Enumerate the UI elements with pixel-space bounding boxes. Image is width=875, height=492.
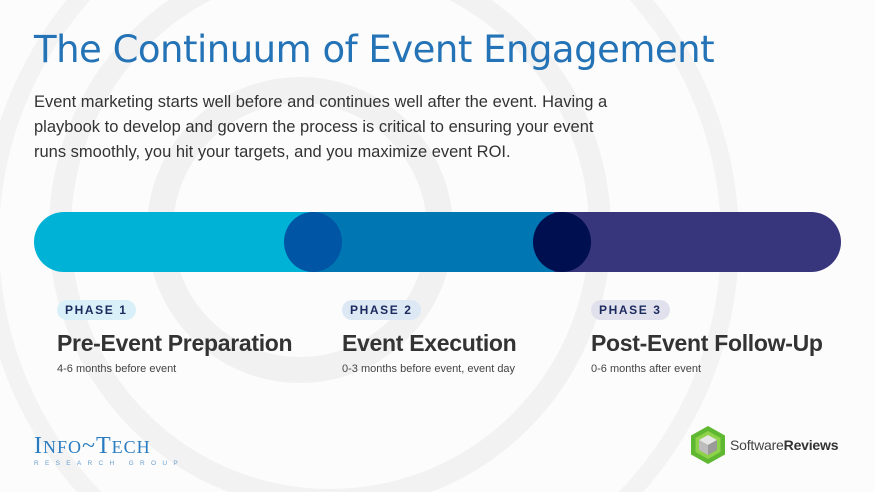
phase-badge: PHASE 1 <box>57 300 136 320</box>
phase-title: Pre-Event Preparation <box>57 330 293 356</box>
phase-title: Event Execution <box>342 330 517 356</box>
timeline-bar <box>34 212 841 272</box>
transition-marker-1 <box>284 212 342 272</box>
phase-timing: 4-6 months before event <box>57 363 177 375</box>
phase-timing: 0-6 months after event <box>591 363 702 375</box>
phase-2: PHASE 2 Event Execution 0-3 months befor… <box>342 300 517 375</box>
phase-1: PHASE 1 Pre-Event Preparation 4-6 months… <box>57 300 293 375</box>
slide-title: The Continuum of Event Engagement <box>34 28 715 71</box>
infotech-wordmark: INFO~TECH <box>34 433 151 459</box>
cube-hexagon-icon <box>691 426 725 464</box>
softwarereviews-wordmark: SoftwareReviews <box>730 437 839 453</box>
phase-title: Post-Event Follow-Up <box>591 330 823 356</box>
phase-badge: PHASE 3 <box>591 300 670 320</box>
softwarereviews-logo: SoftwareReviews <box>689 425 838 465</box>
phase-timing: 0-3 months before event, event day <box>342 363 516 375</box>
phase3-segment <box>554 212 841 272</box>
phase-3: PHASE 3 Post-Event Follow-Up 0-6 months … <box>591 300 823 375</box>
transition-marker-2 <box>533 212 591 272</box>
phase-badge: PHASE 2 <box>342 300 421 320</box>
infotech-tagline: RESEARCH GROUP <box>34 460 184 467</box>
intro-paragraph: Event marketing starts well before and c… <box>34 93 608 161</box>
infotech-logo: INFO~TECH RESEARCH GROUP <box>34 434 184 467</box>
